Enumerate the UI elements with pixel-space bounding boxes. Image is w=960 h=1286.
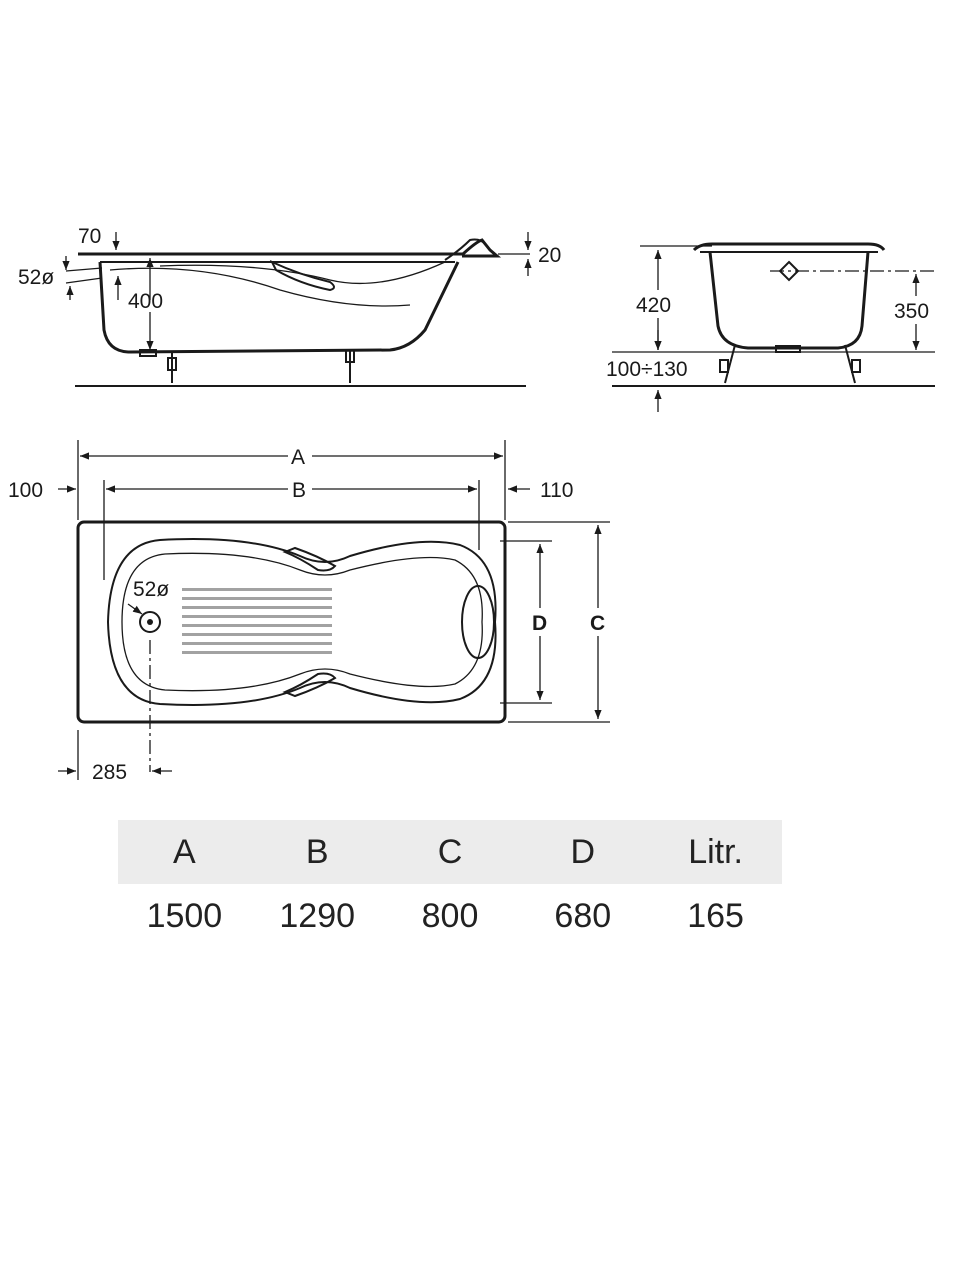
dim-inner-width: D	[532, 612, 547, 635]
foot-right	[345, 349, 355, 383]
dim-drain: 52ø	[133, 578, 169, 601]
handle-top-icon	[282, 546, 337, 572]
side-view: 70 52ø 400 20	[18, 225, 561, 387]
spec-header-d: D	[516, 820, 650, 884]
headrest-icon	[444, 238, 486, 261]
spec-header-b: B	[250, 820, 384, 884]
dim-overflow: 52ø	[18, 266, 54, 289]
dim-width: C	[590, 612, 605, 635]
bathtub-basin	[106, 538, 497, 706]
handle-icon	[269, 259, 335, 292]
spec-value-row: 1500 1290 800 680 165	[118, 884, 782, 948]
bathtub-side-body	[98, 261, 460, 354]
dim-feet: 100÷130	[606, 358, 688, 381]
inner-contour	[109, 267, 411, 307]
dim-length: A	[291, 446, 305, 469]
headrest-plan-icon	[461, 585, 495, 659]
dim-left-offset: 100	[8, 479, 43, 502]
foot-left	[139, 349, 177, 383]
dim-rim-width: 70	[78, 225, 101, 248]
technical-drawing: 70 52ø 400 20	[8, 225, 935, 784]
handle-bottom-icon	[282, 672, 337, 698]
spec-header-row: A B C D Litr.	[118, 820, 782, 884]
end-view: 420 350 100÷130	[606, 242, 935, 412]
dim-right-offset: 110	[540, 479, 573, 502]
dim-overflow-height: 350	[894, 300, 929, 323]
spec-value-d: 680	[554, 896, 612, 935]
dim-drain-offset: 285	[92, 761, 127, 784]
spec-table: A B C D Litr. 1500 1290 800 680 165	[118, 820, 782, 948]
anti-slip-pattern	[182, 588, 332, 654]
dim-depth: 400	[128, 290, 163, 313]
plan-view: A B 100 110	[8, 440, 610, 784]
spec-value-b: 1290	[279, 896, 356, 935]
inner-contour-2	[159, 261, 446, 285]
dim-headrest: 20	[538, 244, 561, 267]
spec-value-a: 1500	[146, 896, 223, 935]
dim-height: 420	[636, 294, 671, 317]
drain-icon	[139, 611, 161, 633]
spec-value-c: 800	[421, 896, 479, 935]
overflow-icon	[778, 260, 800, 282]
bathtub-end-rim	[692, 242, 886, 252]
spec-value-litres: 165	[687, 896, 744, 935]
bathtub-end-body	[708, 251, 870, 350]
bathtub-plan-outline	[76, 520, 507, 724]
spec-header-litres: Litr.	[649, 820, 782, 884]
bathtub-basin-inner	[121, 552, 483, 692]
spec-header-a: A	[118, 820, 251, 884]
bathtub-side-rim	[78, 238, 502, 258]
dim-inner-length: B	[292, 479, 306, 502]
spec-header-c: C	[383, 820, 517, 884]
